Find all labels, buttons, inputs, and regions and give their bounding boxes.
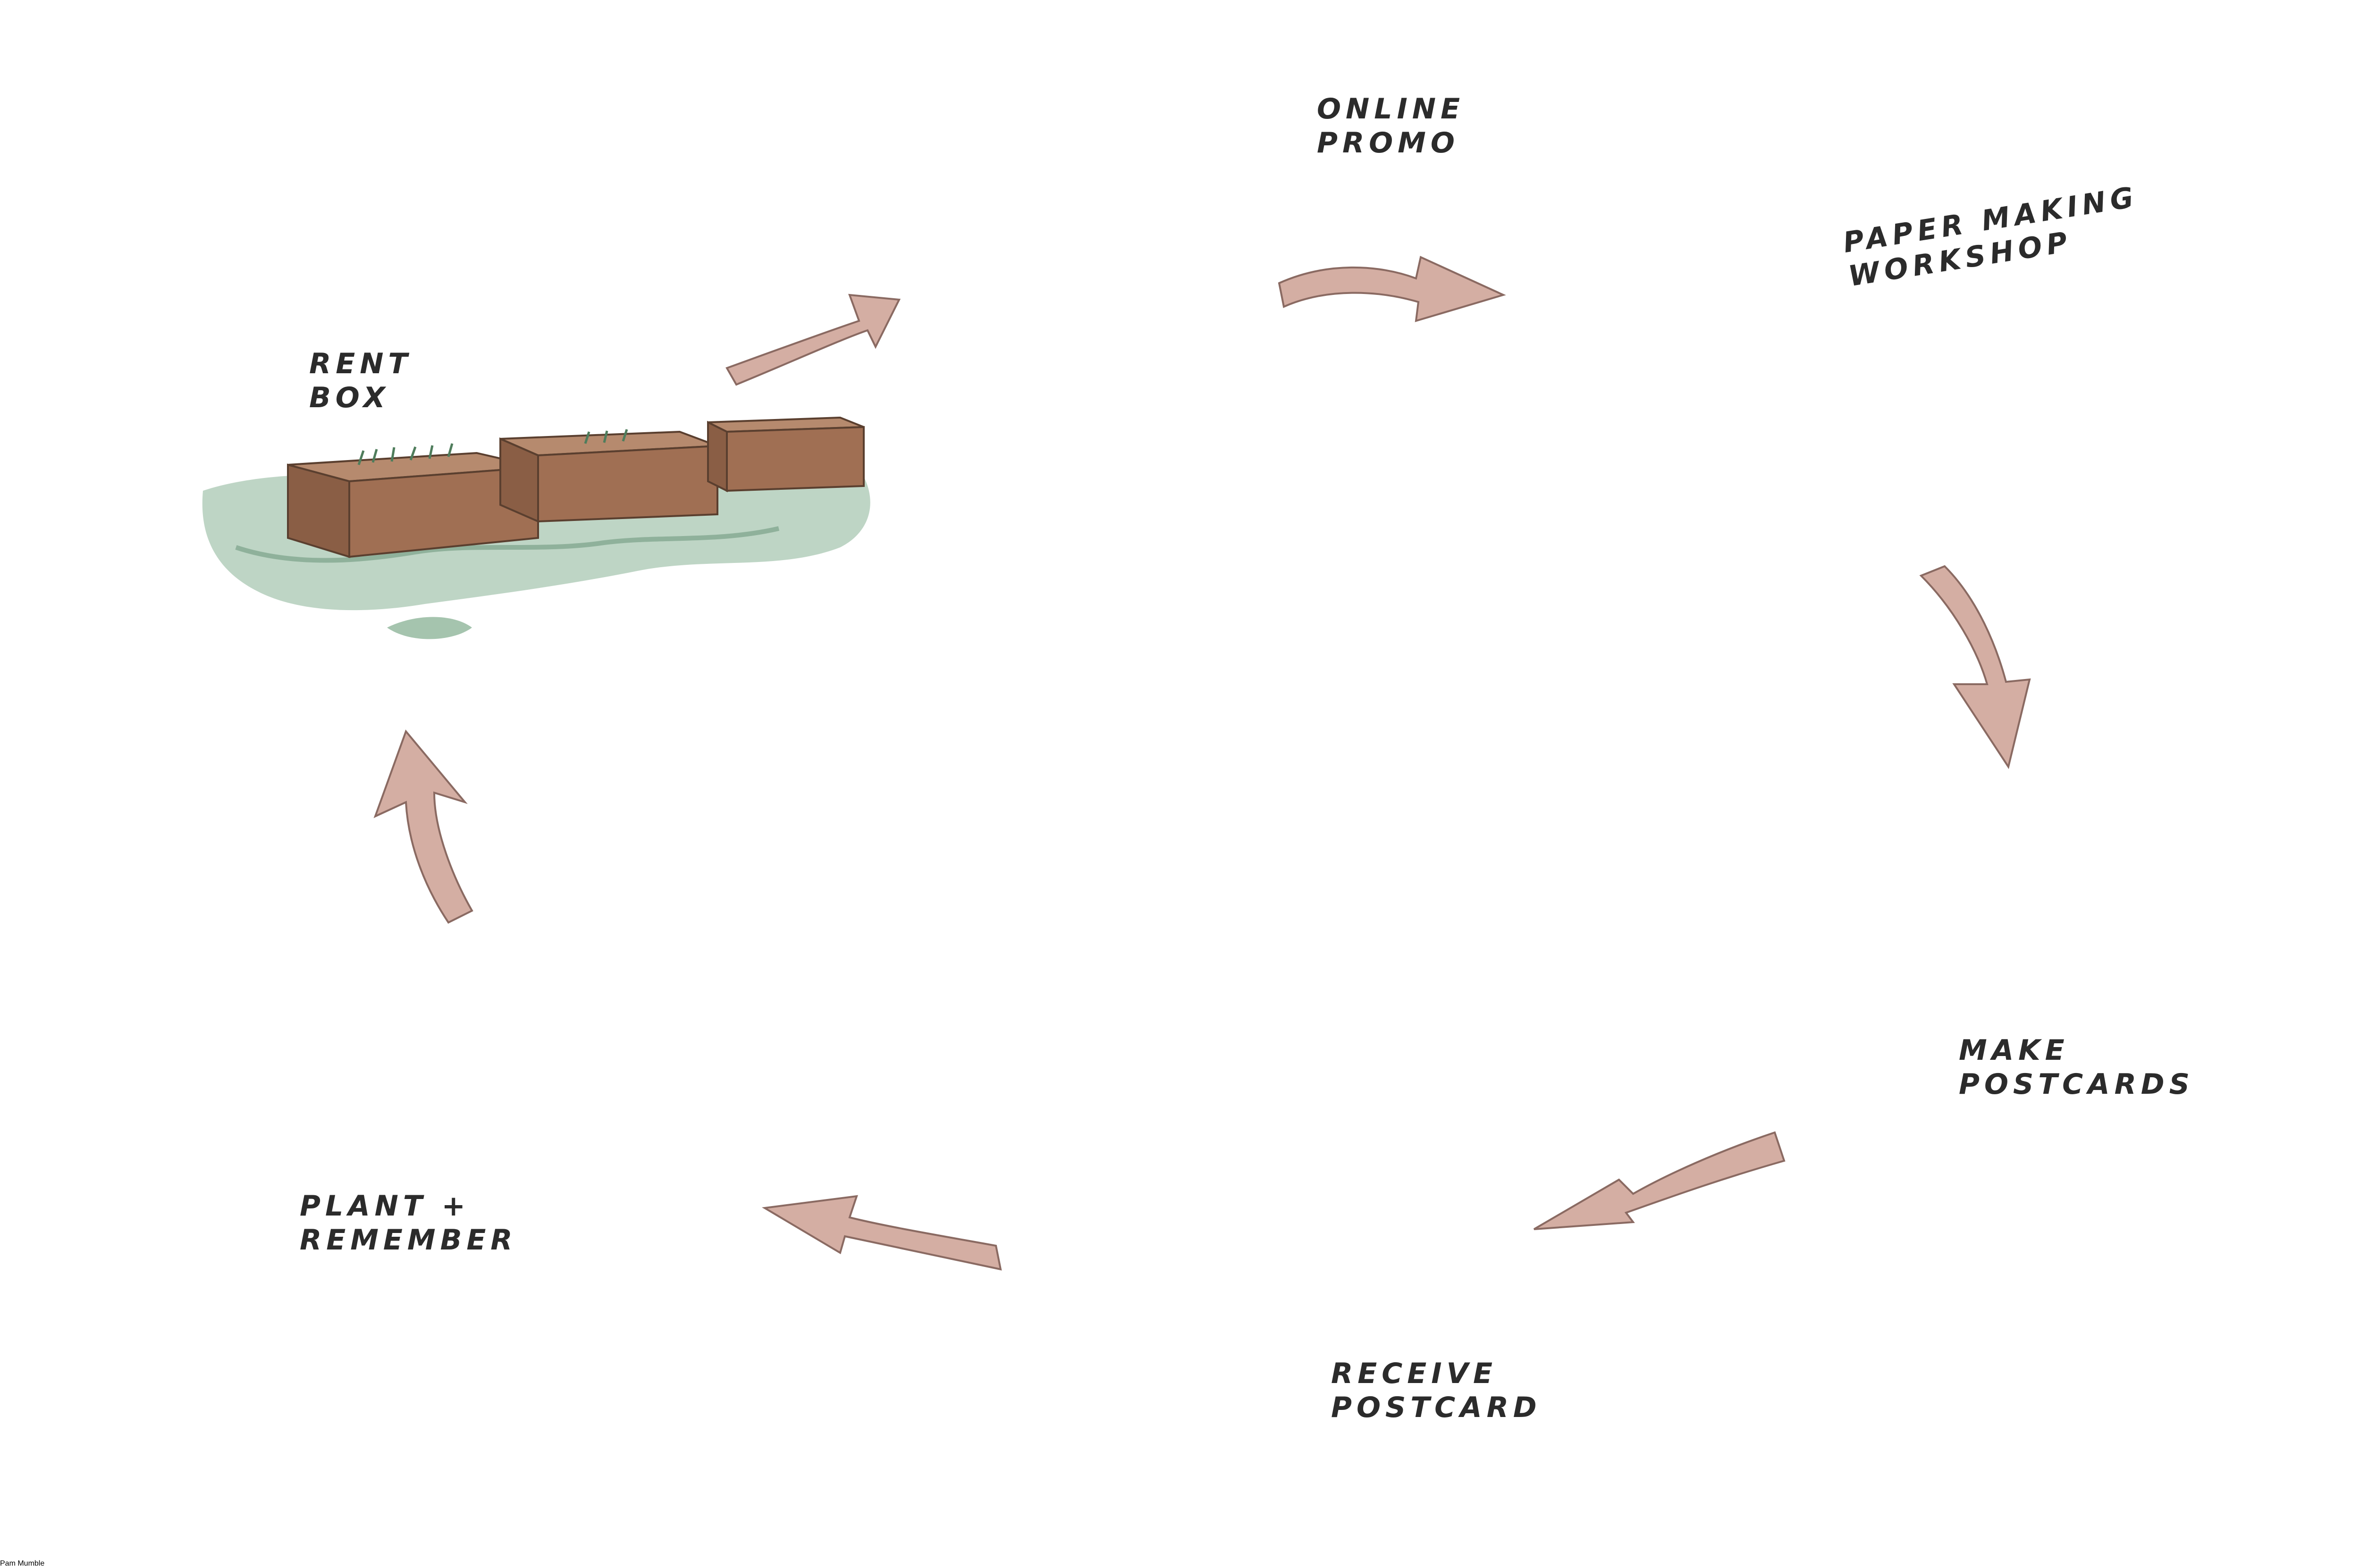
arrow-make-to-receive bbox=[1533, 1131, 1786, 1230]
step-label-plant-remember: PLANT + REMEMBER bbox=[300, 1189, 517, 1257]
arrow-plant-to-rent bbox=[373, 729, 473, 924]
arrow-paper-to-make bbox=[1919, 565, 2031, 769]
arrow-rent-to-promo bbox=[725, 293, 901, 386]
arrow-promo-to-paper bbox=[1278, 256, 1506, 322]
step-label-line: ONLINE bbox=[1317, 92, 1465, 126]
step-label-line: RECEIVE bbox=[1331, 1357, 1497, 1390]
step-label-line: REMEMBER bbox=[300, 1224, 517, 1257]
step-label-line: PROMO bbox=[1317, 126, 1459, 159]
step-label-line: BOX bbox=[309, 381, 390, 414]
garden-planter-boxes-icon bbox=[202, 416, 870, 639]
step-label-line: POSTCARDS bbox=[1959, 1068, 2194, 1101]
step-label-line: POSTCARD bbox=[1331, 1391, 1542, 1424]
step-label-line: MAKE bbox=[1959, 1034, 2069, 1067]
step-label-make-postcards: MAKE POSTCARDS bbox=[1959, 1033, 2194, 1101]
phone-post-title: Pam Mumble bbox=[0, 1560, 45, 1568]
step-label-receive-postcard: RECEIVE POSTCARD bbox=[1331, 1357, 1542, 1425]
step-label-line: PLANT + bbox=[300, 1190, 470, 1223]
step-label-line: RENT bbox=[309, 347, 413, 380]
step-label-rent-box: RENT BOX bbox=[309, 347, 412, 415]
smartphone-social-post-icon: Pam Mumble bbox=[0, 1560, 44, 1568]
step-label-online-promo: ONLINE PROMO bbox=[1317, 92, 1465, 160]
arrow-receive-to-plant bbox=[761, 1195, 1002, 1271]
